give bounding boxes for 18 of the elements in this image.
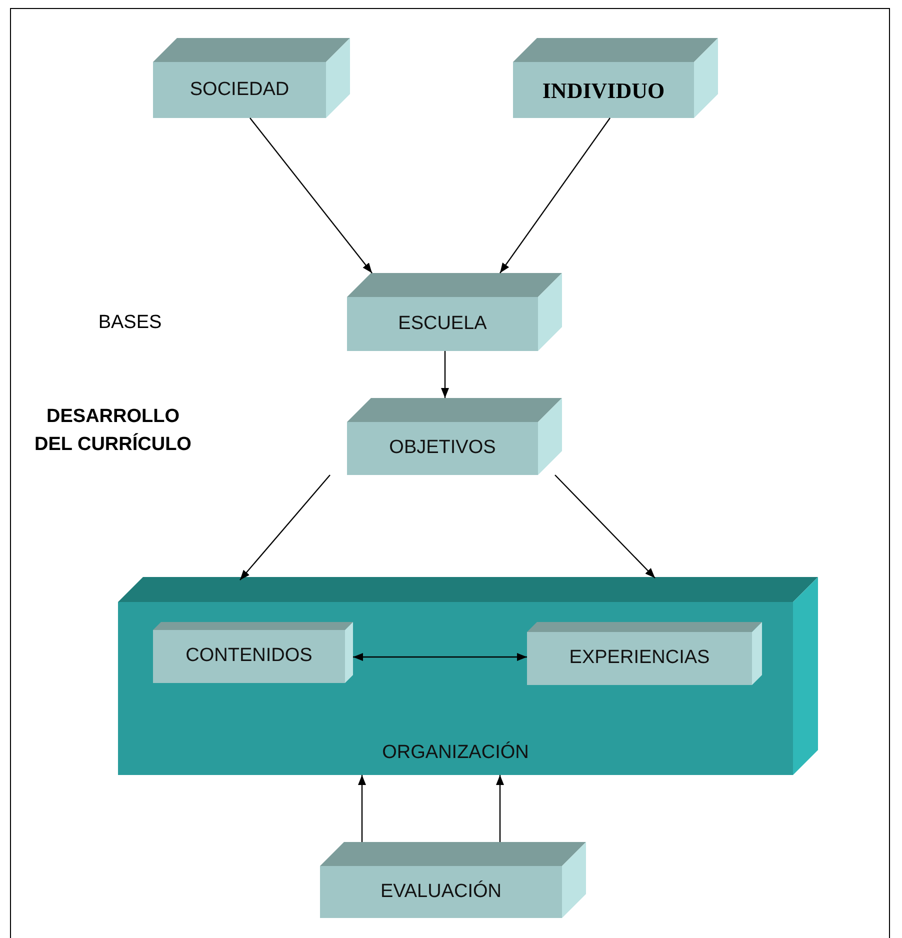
- arrow: [353, 653, 527, 661]
- block-label: EXPERIENCIAS: [569, 646, 710, 670]
- arrow: [441, 351, 449, 398]
- arrow: [240, 474, 330, 580]
- arrow: [496, 775, 504, 842]
- block-label: SOCIEDAD: [190, 78, 290, 102]
- block-label: OBJETIVOS: [389, 436, 496, 460]
- arrow: [500, 118, 610, 274]
- arrow: [358, 775, 366, 842]
- arrow: [250, 118, 372, 274]
- arrow: [554, 474, 656, 578]
- block-label: ESCUELA: [398, 312, 487, 336]
- side-label: DESARROLLO DEL CURRÍCULO: [34, 405, 192, 457]
- block-label: CONTENIDOS: [186, 644, 312, 668]
- side-label: BASES: [97, 311, 163, 335]
- block-label: EVALUACIÓN: [380, 880, 502, 904]
- block-label: ORGANIZACIÓN: [382, 740, 529, 764]
- block-label: INDIVIDUO: [542, 76, 665, 104]
